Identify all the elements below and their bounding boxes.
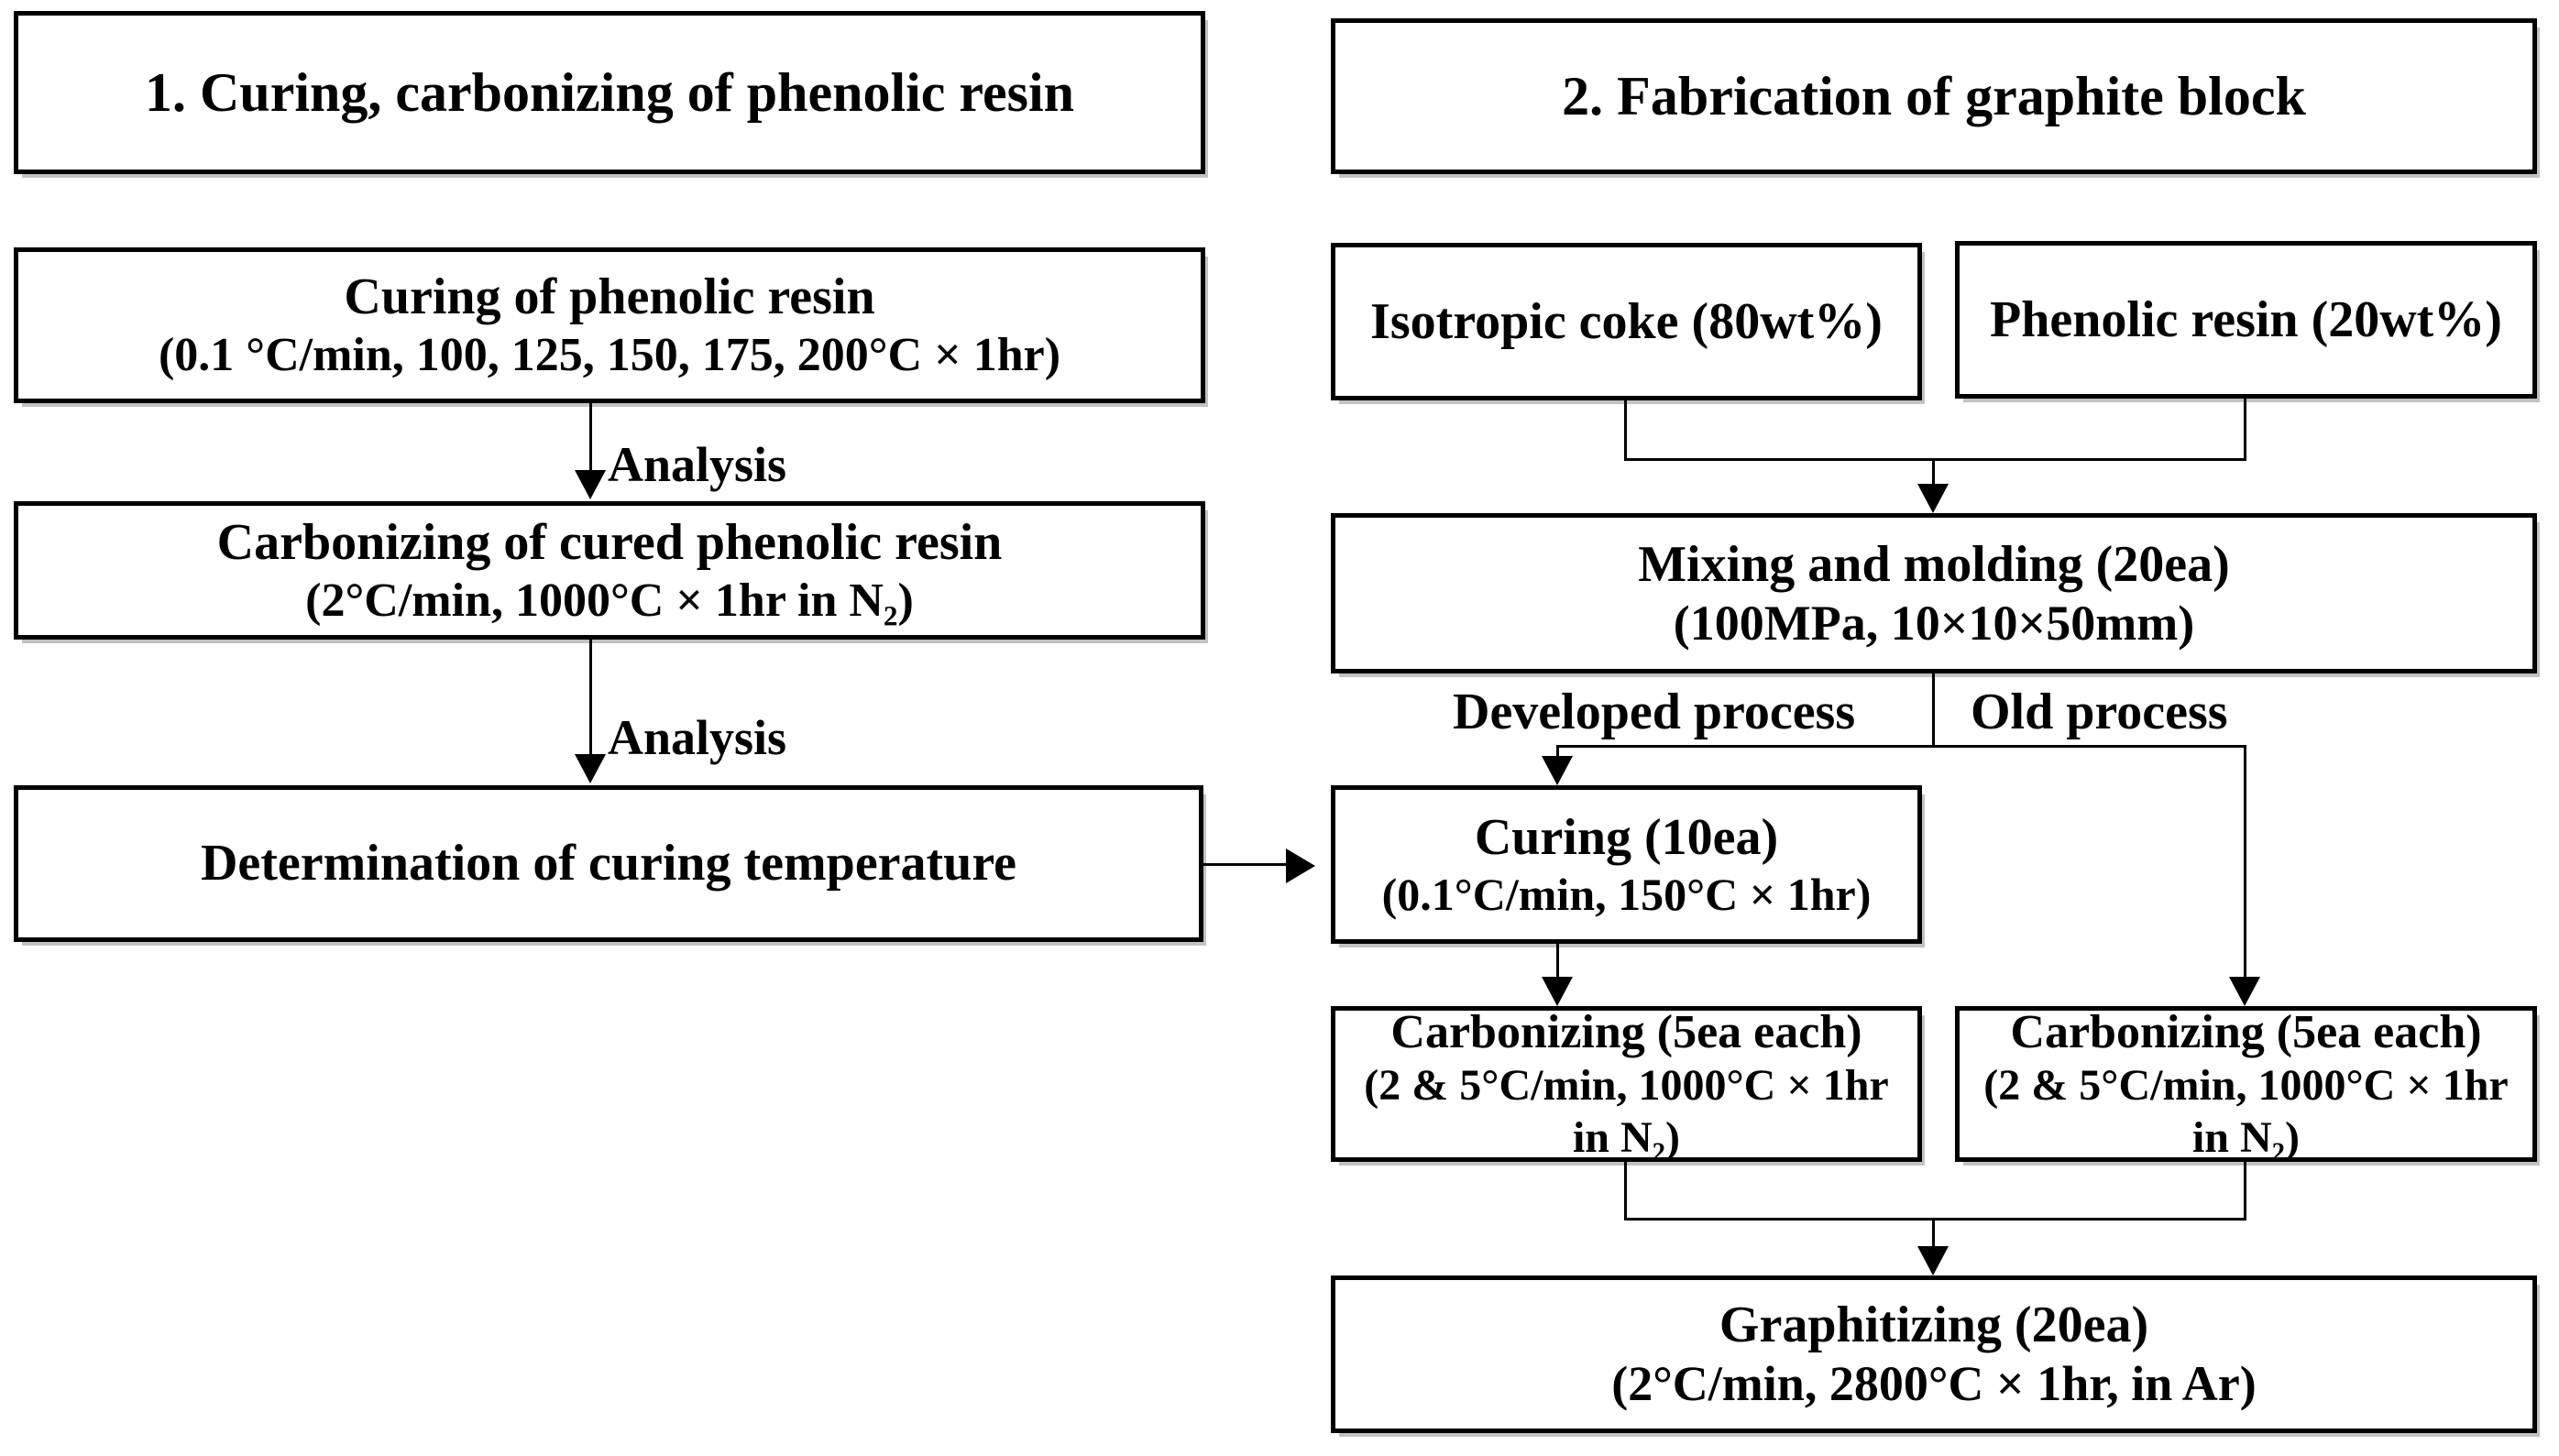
arrowhead-curing10-to-carbonizing-left bbox=[1542, 977, 1573, 1006]
isotropic-coke-box: Isotropic coke (80wt%) bbox=[1331, 243, 1922, 400]
connector-merge-sources bbox=[1624, 458, 2246, 461]
mixing-molding-line1: Mixing and molding (20ea) bbox=[1638, 535, 2230, 593]
arrowhead-merge-to-graphitizing bbox=[1917, 1246, 1949, 1275]
carbonizing-right-line3: in N₂) bbox=[2191, 1112, 2301, 1162]
connector-carbonizing-left-down bbox=[1624, 1162, 1627, 1221]
connector-developed-drop bbox=[1556, 747, 1559, 758]
old-process-label: Old process bbox=[1971, 684, 2228, 740]
carbonizing-left-line3: in N₂) bbox=[1572, 1112, 1681, 1162]
arrowhead-curing-to-carbonizing bbox=[575, 470, 606, 499]
mixing-molding-box: Mixing and molding (20ea) (100MPa, 10×10… bbox=[1331, 513, 2537, 673]
connector-phenolic-down bbox=[2244, 397, 2246, 461]
carbonizing-cured-resin-line2: (2°C/min, 1000°C × 1hr in N₂) bbox=[305, 574, 914, 627]
determination-line1: Determination of curing temperature bbox=[200, 835, 1017, 892]
phenolic-resin-line1: Phenolic resin (20wt%) bbox=[1990, 290, 2502, 348]
connector-merge-carbonizing bbox=[1624, 1218, 2246, 1221]
arrowhead-merge-to-mixing bbox=[1917, 484, 1949, 513]
graphitizing-box: Graphitizing (20ea) (2°C/min, 2800°C × 1… bbox=[1331, 1275, 2537, 1433]
isotropic-coke-line1: Isotropic coke (80wt%) bbox=[1370, 292, 1883, 350]
curing-10ea-line1: Curing (10ea) bbox=[1474, 808, 1779, 866]
analysis-label-2: Analysis bbox=[608, 710, 787, 765]
curing-10ea-box: Curing (10ea) (0.1°C/min, 150°C × 1hr) bbox=[1331, 785, 1922, 944]
connector-merge-to-graphitizing bbox=[1932, 1220, 1935, 1247]
connector-carbonizing-to-determination bbox=[589, 640, 592, 757]
graphitizing-line2: (2°C/min, 2800°C × 1hr, in Ar) bbox=[1611, 1356, 2257, 1412]
curing-phenolic-resin-box: Curing of phenolic resin (0.1 °C/min, 10… bbox=[14, 247, 1205, 403]
determination-box: Determination of curing temperature bbox=[14, 785, 1203, 942]
connector-curing10-to-carbonizing-left bbox=[1556, 944, 1559, 978]
phenolic-resin-box: Phenolic resin (20wt%) bbox=[1955, 241, 2537, 399]
carbonizing-left-box: Carbonizing (5ea each) (2 & 5°C/min, 100… bbox=[1331, 1006, 1922, 1162]
carbonizing-left-line2: (2 & 5°C/min, 1000°C × 1hr bbox=[1364, 1061, 1889, 1111]
connector-curing-to-carbonizing bbox=[589, 403, 592, 474]
connector-branch-line bbox=[1556, 745, 2246, 748]
arrowhead-carbonizing-to-determination bbox=[575, 754, 606, 783]
carbonizing-cured-resin-line1: Carbonizing of cured phenolic resin bbox=[216, 513, 1003, 571]
arrowhead-old-to-carbonizing-right bbox=[2229, 977, 2260, 1006]
curing-phenolic-resin-line1: Curing of phenolic resin bbox=[344, 268, 875, 326]
connector-carbonizing-right-down bbox=[2244, 1162, 2246, 1221]
connector-old-drop bbox=[2244, 747, 2246, 978]
graphitizing-line1: Graphitizing (20ea) bbox=[1719, 1297, 2149, 1354]
carbonizing-right-line2: (2 & 5°C/min, 1000°C × 1hr bbox=[1983, 1061, 2509, 1111]
carbonizing-right-box: Carbonizing (5ea each) (2 & 5°C/min, 100… bbox=[1955, 1006, 2537, 1162]
connector-determination-to-curing10 bbox=[1203, 863, 1288, 866]
section2-title-box: 2. Fabrication of graphite block bbox=[1331, 18, 2537, 174]
curing-10ea-line2: (0.1°C/min, 150°C × 1hr) bbox=[1381, 869, 1872, 921]
connector-merge-to-mixing bbox=[1932, 461, 1935, 486]
carbonizing-left-line1: Carbonizing (5ea each) bbox=[1390, 1005, 1862, 1058]
section1-title-box: 1. Curing, carbonizing of phenolic resin bbox=[14, 11, 1205, 174]
section1-title: 1. Curing, carbonizing of phenolic resin bbox=[145, 61, 1074, 123]
section2-title: 2. Fabrication of graphite block bbox=[1562, 65, 2306, 126]
developed-process-label: Developed process bbox=[1453, 684, 1856, 740]
connector-isotropic-down bbox=[1624, 400, 1627, 461]
analysis-label-1: Analysis bbox=[608, 437, 787, 492]
arrowhead-developed-to-curing10 bbox=[1542, 756, 1573, 785]
curing-phenolic-resin-line2: (0.1 °C/min, 100, 125, 150, 175, 200°C ×… bbox=[158, 329, 1061, 382]
carbonizing-cured-resin-box: Carbonizing of cured phenolic resin (2°C… bbox=[14, 501, 1205, 640]
arrowhead-determination-to-curing10 bbox=[1286, 848, 1315, 883]
mixing-molding-line2: (100MPa, 10×10×50mm) bbox=[1673, 595, 2195, 651]
carbonizing-right-line1: Carbonizing (5ea each) bbox=[2010, 1005, 2482, 1058]
connector-mixing-down bbox=[1932, 673, 1935, 748]
